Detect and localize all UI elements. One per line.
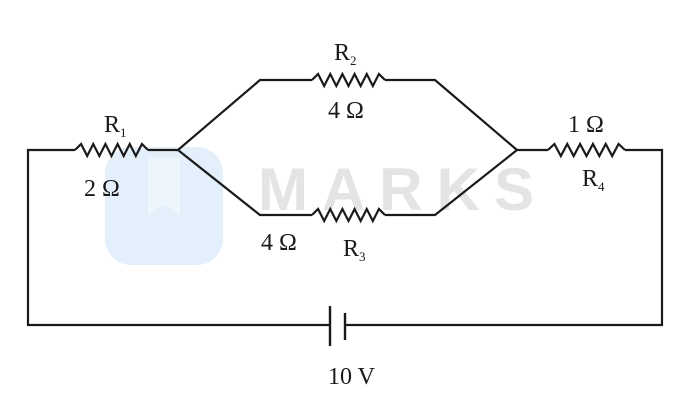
wire-lower-right [385,149,518,217]
r2-label: R2 [334,40,357,68]
watermark-bookmark-icon [148,158,180,215]
wire-upper-left [177,78,312,151]
watermark-text: MARKS [258,156,548,223]
r1-value: 2 Ω [84,176,120,202]
wire-right [345,148,664,327]
wire-lower-left [177,149,312,217]
r4-value: 1 Ω [568,112,604,138]
wire-left [26,148,330,327]
wire-upper-right [385,78,518,151]
wires [26,78,664,327]
r3-value: 4 Ω [261,230,297,256]
resistor-r1 [74,141,149,159]
battery-value: 10 V [328,364,376,390]
r2-value: 4 Ω [328,98,364,124]
watermark-logo-icon [105,147,223,265]
resistor-r3 [311,206,386,224]
r3-label: R3 [343,236,366,264]
watermark: MARKS [105,147,548,265]
resistor-r4 [547,141,626,159]
r1-label: R1 [104,112,127,140]
battery [328,306,347,346]
resistor-r2 [311,71,386,89]
r4-label: R4 [582,166,605,194]
